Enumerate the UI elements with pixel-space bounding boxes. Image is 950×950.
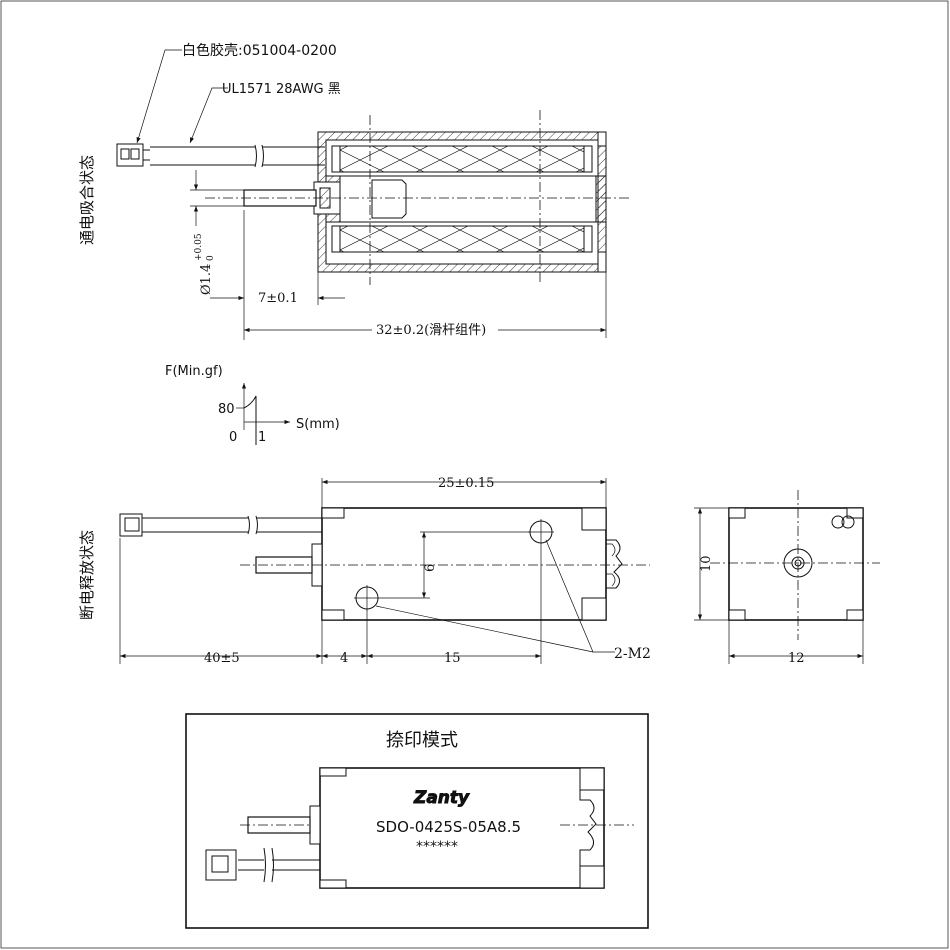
model-number: SDO-0425S-05A8.5 <box>376 818 521 836</box>
wire-note: UL1571 28AWG 黑 <box>222 82 341 97</box>
dim-body-length: 25±0.15 <box>321 476 607 508</box>
dim-shaft-protrusion: 7±0.1 <box>210 210 345 340</box>
origin-label: 0 <box>229 430 237 445</box>
energized-state-label: 通电吸合状态 <box>78 155 96 245</box>
dim-bottom-chain: 40±5 4 15 <box>119 538 542 666</box>
hole-offset-label: 4 <box>340 651 348 666</box>
brand-logo-text: Zanty <box>413 788 470 808</box>
released-front-view <box>119 507 650 621</box>
side-end-view: 10 12 <box>694 490 880 666</box>
svg-text:Ø1.4: Ø1.4 <box>199 264 214 295</box>
body-width-label: 12 <box>788 651 805 666</box>
thread-callout-label: 2-M2 <box>614 646 651 662</box>
serial-mask: ****** <box>416 839 458 855</box>
force-stroke-graph: F(Min.gf) S(mm) 80 0 1 <box>165 364 340 445</box>
dim-shaft-diameter: Ø1.4 +0.05 0 <box>190 170 244 295</box>
stroke-axis-label: S(mm) <box>296 417 340 432</box>
shaft-diameter-tol-upper: +0.05 <box>194 233 204 261</box>
force-value-label: 80 <box>218 402 235 417</box>
hole-spacing-label: 15 <box>444 651 461 666</box>
hole-vertical-label: 6 <box>423 564 438 572</box>
dim-hole-vertical: 6 <box>380 531 530 599</box>
body-length-label: 25±0.15 <box>438 476 494 491</box>
energized-section-view <box>116 49 630 285</box>
force-axis-label: F(Min.gf) <box>165 364 223 379</box>
dim-plunger-length: 32±0.2(滑杆组件) <box>244 272 607 338</box>
plunger-length-label: 32±0.2(滑杆组件) <box>376 323 486 338</box>
marking-title: 捺印模式 <box>386 730 458 751</box>
body-height-label: 10 <box>699 555 714 572</box>
lead-length-label: 40±5 <box>204 651 240 666</box>
released-state-label: 断电释放状态 <box>78 530 96 620</box>
housing-note: 白色胶壳:051004-0200 <box>182 42 337 59</box>
connector-top <box>116 143 150 167</box>
shaft-diameter-tol-lower: 0 <box>206 255 216 261</box>
stroke-value-label: 1 <box>258 430 266 445</box>
dim-thread-callout: 2-M2 <box>375 539 651 662</box>
marking-panel: 捺印模式 Zanty SDO-0425S-05A8.5 ****** <box>185 713 649 929</box>
shaft-diameter-base: Ø1.4 <box>199 264 214 295</box>
shaft-protrusion-label: 7±0.1 <box>258 291 298 306</box>
